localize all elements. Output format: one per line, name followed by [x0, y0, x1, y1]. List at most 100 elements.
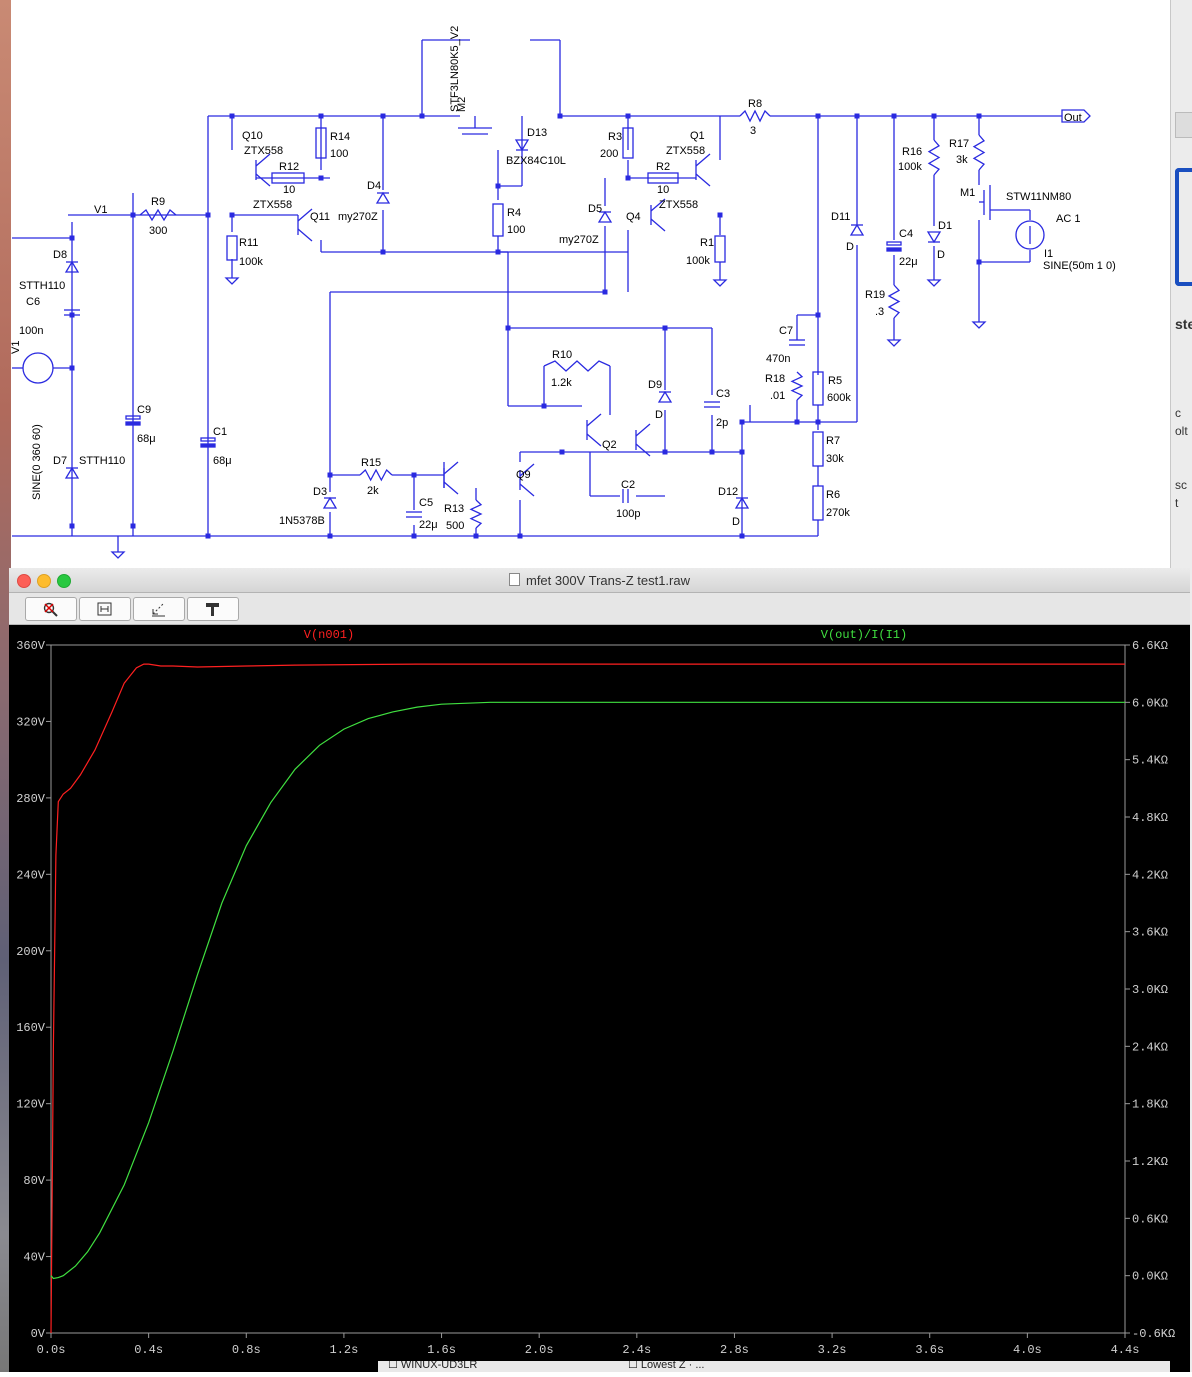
junction-dot [662, 449, 668, 455]
junction-dot [130, 212, 136, 218]
schematic-label: STF3LN80K5_V2 [449, 26, 461, 112]
R5-resistor [812, 371, 824, 406]
junction-dot [854, 113, 860, 119]
schematic-label: D4 [367, 180, 381, 192]
y-left-tick-label: 280V [16, 792, 46, 806]
schematic-label: STTH110 [79, 455, 125, 467]
schematic-components [12, 109, 1091, 559]
junction-dot [411, 472, 417, 478]
y-left-tick-label: 200V [16, 945, 46, 959]
schematic-label: R9 [151, 196, 165, 208]
junction-dot [815, 419, 821, 425]
schematic-label: R11 [239, 237, 258, 249]
junction-dot [69, 523, 75, 529]
schematic-label: 1.2k [551, 377, 572, 389]
x-tick-label: 1.6s [427, 1343, 456, 1357]
R6-resistor [812, 485, 824, 521]
junction-dot [473, 533, 479, 539]
zoom-button[interactable] [57, 574, 71, 588]
window-titlebar[interactable]: mfet 300V Trans-Z test1.raw [9, 568, 1190, 593]
schematic-label: R17 [949, 138, 969, 150]
schematic-label: 30k [826, 453, 844, 465]
minimize-button[interactable] [37, 574, 51, 588]
schematic-label: C7 [779, 325, 793, 337]
y-right-tick-label: 3.6KΩ [1132, 926, 1168, 940]
Q8-transistor [443, 481, 459, 495]
schematic-label: D11 [831, 211, 850, 223]
schematic-label: 68μ [213, 455, 232, 467]
D4-diode [375, 191, 391, 204]
close-button[interactable] [17, 574, 31, 588]
junction-dot [541, 403, 547, 409]
Q4-transistor [650, 218, 666, 232]
schematic-label: Out [1064, 112, 1082, 124]
schematic-label: C5 [419, 497, 433, 509]
schematic-label: R6 [826, 489, 840, 501]
schematic-label: R12 [279, 161, 299, 173]
autorange-button[interactable] [79, 597, 131, 621]
schematic-label: 500 [446, 520, 464, 532]
x-tick-label: 2.0s [525, 1343, 554, 1357]
schematic-label: Q11 [310, 211, 330, 223]
x-tick-label: 4.0s [1013, 1343, 1042, 1357]
background-text: t [1175, 496, 1179, 510]
schematic-label: 470n [766, 353, 790, 365]
schematic-label: C4 [899, 228, 913, 240]
y-left-tick-label: 120V [16, 1098, 46, 1112]
y-left-tick-label: 320V [16, 715, 46, 729]
x-tick-label: 0.4s [134, 1343, 163, 1357]
plot-frame [50, 644, 1126, 1334]
schematic-label: Q10 [242, 130, 263, 142]
window-title-text: mfet 300V Trans-Z test1.raw [525, 573, 690, 588]
schematic-label: 10 [283, 184, 295, 196]
background-window-strip: ☐ WINUX-UD3LR ☐ Lowest Z · ... [378, 1361, 1170, 1372]
D7-diode [64, 466, 80, 479]
C1-capacitor [200, 443, 216, 448]
settings-button[interactable] [187, 597, 239, 621]
zoom-back-button[interactable] [133, 597, 185, 621]
y-right-tick-label: 2.4KΩ [1132, 1040, 1168, 1054]
background-text: c [1175, 406, 1181, 420]
junction-dot [380, 249, 386, 255]
document-icon [508, 573, 520, 586]
y-right-tick-label: 1.2KΩ [1132, 1155, 1168, 1169]
y-right-tick-label: 0.6KΩ [1132, 1212, 1168, 1226]
schematic-label: D1 [938, 220, 952, 232]
C4-capacitor [886, 247, 902, 252]
x-tick-label: 1.2s [330, 1343, 359, 1357]
R14-resistor [315, 127, 327, 159]
schematic-junctions [69, 113, 982, 539]
schematic-labels: STF3LN80K5_V2M2D13BZX84C10LR83OutQ10ZTX5… [11, 26, 1116, 532]
background-window-frame [1175, 168, 1192, 286]
schematic-canvas[interactable]: STF3LN80K5_V2M2D13BZX84C10LR83OutQ10ZTX5… [11, 0, 1170, 568]
y-right-tick-label: 3.0KΩ [1132, 983, 1168, 997]
schematic-label: Q2 [602, 439, 617, 451]
zoom-back-icon [152, 602, 165, 617]
y-right-tick-label: 0.0KΩ [1132, 1270, 1168, 1284]
series-line-0 [50, 663, 1125, 1334]
background-text: ☐ Lowest Z · ... [628, 1361, 705, 1371]
schematic-label: 100k [686, 255, 710, 267]
desktop-background [0, 0, 11, 1372]
R19-resistor [887, 284, 901, 319]
schematic-label: 100 [330, 148, 348, 160]
junction-dot [517, 533, 523, 539]
junction-dot [318, 175, 324, 181]
zoom-area-button[interactable] [25, 597, 77, 621]
schematic-label: R1 [700, 237, 714, 249]
junction-dot [69, 235, 75, 241]
y-left-tick-label: 0V [31, 1327, 46, 1341]
junction-dot [559, 449, 565, 455]
schematic-label: 22μ [419, 519, 438, 531]
y-left-tick-label: 160V [16, 1021, 46, 1035]
R13-resistor [469, 499, 483, 529]
junction-dot [709, 449, 715, 455]
schematic-label: 100k [898, 161, 922, 173]
D11-diode [849, 223, 865, 236]
y-right-tick-label: 6.6KΩ [1132, 639, 1168, 653]
schematic-label: 3k [956, 154, 968, 166]
